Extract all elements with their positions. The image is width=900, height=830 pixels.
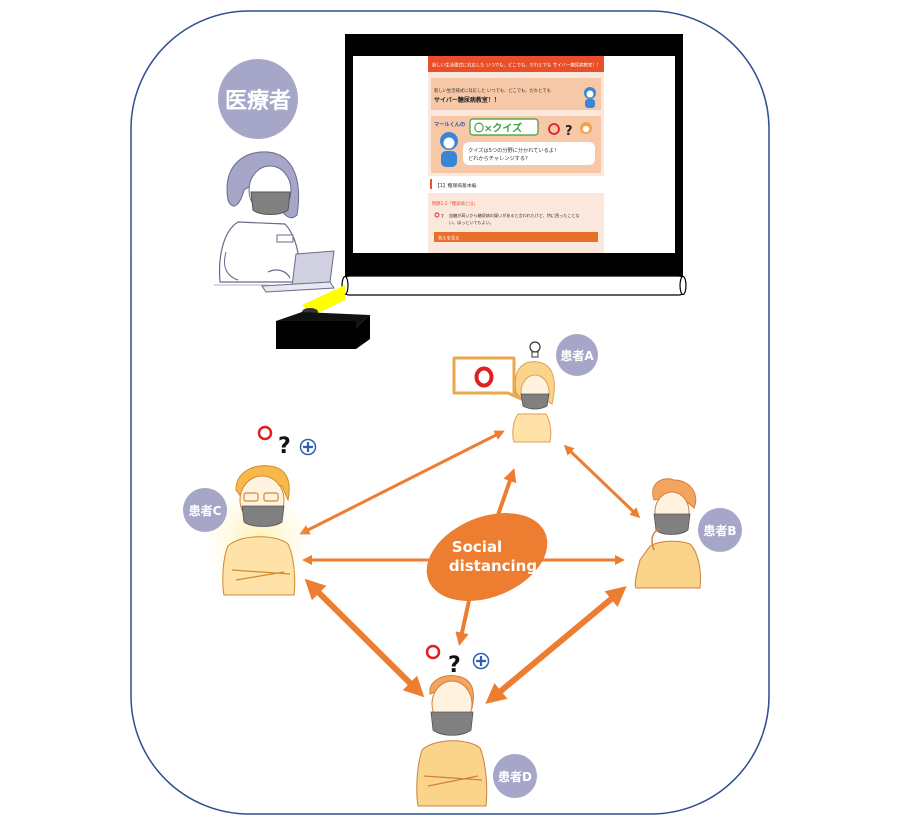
room-frame <box>130 10 770 815</box>
slide-quiz-title: 〇×クイズ <box>474 122 522 135</box>
patient-a-figure <box>452 341 555 443</box>
question-mark-icon: ? <box>448 653 461 678</box>
mascot-large-icon <box>440 132 458 167</box>
slide-subtitle-1: 新しい生活様式に対応した いつでも、どこでも、だれとでも <box>434 87 551 94</box>
patient-d-symbols: ? <box>425 644 490 678</box>
slide-subtitle-2: サイバー糖尿病教室！！ <box>434 96 500 104</box>
arrow-c-d <box>304 578 425 698</box>
slide-section: 【1】糖尿病基本編 <box>435 182 477 189</box>
interaction-arrows <box>299 430 641 704</box>
patient-c-label: 患者C <box>183 488 227 532</box>
quiz-symbols-icon: ? <box>548 122 592 139</box>
projector <box>276 285 370 349</box>
slide-quiz-desc-2: どれからチャレンジする？ <box>468 154 530 162</box>
arrow-a-c <box>299 430 505 535</box>
slide-question-line-1: 血糖が高いから糖尿病の疑いがあると言われたけど、特に困ったことな <box>449 212 579 218</box>
arrow-b-d <box>485 586 627 704</box>
patient-a-label: 患者A <box>556 334 598 376</box>
patient-d-label: 患者D <box>493 754 537 798</box>
patient-c-figure: ? <box>206 425 317 596</box>
question-mark-icon: ? <box>278 434 291 459</box>
circle-answer-icon <box>425 644 441 660</box>
arrow-center-d <box>455 595 472 646</box>
svg-text:患者B: 患者B <box>703 523 736 538</box>
patient-d-figure: ? <box>416 644 490 807</box>
svg-text:?: ? <box>565 124 573 139</box>
patient-c-symbols: ? <box>257 425 317 459</box>
patient-b-label: 患者B <box>698 508 742 552</box>
answer-circle-icon <box>474 366 494 388</box>
provider-label: 医療者 <box>218 59 298 139</box>
slide-question-title: 問題1-2「糖尿病とは」 <box>432 200 478 207</box>
provider-figure <box>214 151 335 293</box>
slide-banner-text: 新しい生活様式に対応した いつでも、どこでも、だれとでも サイバー糖尿病教室！！ <box>432 62 601 69</box>
svg-text:医療者: 医療者 <box>225 88 291 114</box>
circle-answer-icon <box>257 425 273 441</box>
svg-text:患者A: 患者A <box>560 348 594 363</box>
slide-answer-button <box>434 232 598 242</box>
slide-question-line-2: い。ほっといてもよい。 <box>449 219 494 225</box>
center-line-2: distancing <box>449 557 537 575</box>
svg-text:答えを見る: 答えを見る <box>438 235 459 242</box>
patient-b-figure <box>634 478 701 589</box>
svg-text:患者C: 患者C <box>189 503 222 518</box>
social-distancing-ellipse: Social distancing <box>426 513 548 601</box>
arrow-center-a <box>496 468 517 516</box>
slide-banner <box>428 56 604 72</box>
center-line-1: Social <box>452 538 502 556</box>
svg-text:?: ? <box>441 214 444 220</box>
lightbulb-icon <box>529 341 541 358</box>
mascot-icon <box>584 87 596 108</box>
svg-text:患者D: 患者D <box>498 769 532 784</box>
arrow-a-b <box>563 444 641 519</box>
slide-quiz-brand: マールくんの <box>434 121 465 128</box>
slide-content: 新しい生活様式に対応した いつでも、どこでも、だれとでも サイバー糖尿病教室！！… <box>428 56 604 253</box>
slide-quiz-desc-1: クイズは5つの分野に分かれているよ！ <box>468 146 559 154</box>
